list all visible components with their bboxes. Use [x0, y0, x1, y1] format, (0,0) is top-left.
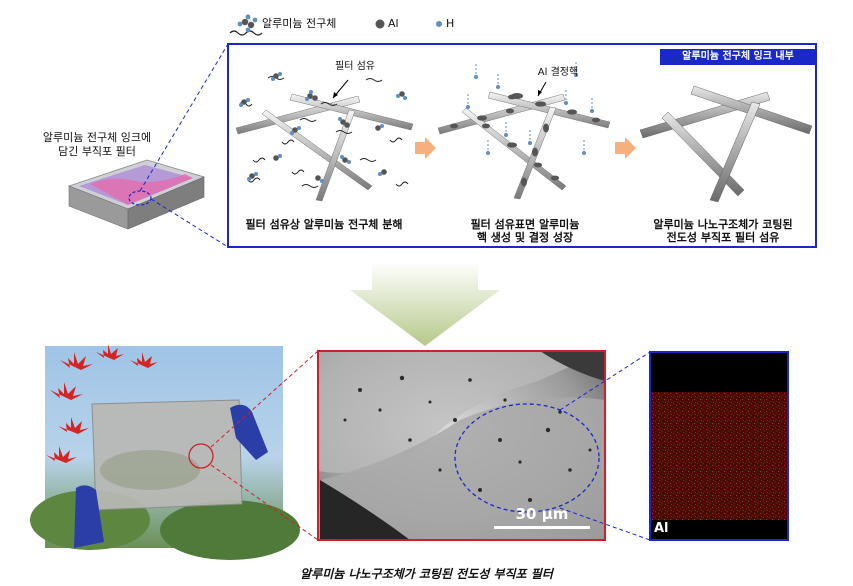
legend-precursor-label: 알루미늄 전구체 — [262, 17, 337, 30]
legend-precursor-icon — [229, 14, 263, 36]
sem-scale-bar — [494, 526, 590, 529]
sem-frame — [317, 350, 606, 541]
h-atom-icon — [436, 21, 442, 27]
legend-al-label: Al — [388, 17, 399, 30]
step-arrow-2 — [615, 137, 636, 159]
step2-nuclei — [450, 93, 600, 187]
sem-zoom-circle — [454, 403, 600, 513]
panel-title: 알루미늄 전구체 잉크 내부 — [660, 49, 816, 65]
step3-caption-line1: 알루미늄 나노구조체가 코팅된 — [653, 218, 793, 231]
ink-tray — [67, 159, 206, 230]
photo-zoom-circle — [188, 443, 214, 469]
figure-caption: 알루미늄 나노구조체가 코팅된 전도성 부직포 필터 — [300, 567, 553, 581]
tray-label-line1: 알루미늄 전구체 잉크에 — [42, 131, 152, 144]
step2-caption-line2: 핵 생성 및 결정 성장 — [476, 231, 574, 244]
eds-al-map — [650, 352, 788, 540]
sem-scale-label: 30 μm — [515, 505, 569, 523]
step1-fibers — [235, 93, 414, 202]
nucleus-label: Al 결정핵 — [537, 67, 579, 78]
step1-molecules — [239, 72, 407, 183]
filter-photo — [30, 344, 300, 560]
tray-label-line2: 담긴 부직포 필터 — [58, 145, 136, 158]
step1-caption: 필터 섬유상 알루미늄 전구체 분해 — [245, 218, 403, 231]
sem-image — [318, 351, 605, 540]
eds-element-label: Al — [654, 521, 669, 536]
process-down-arrow — [350, 262, 500, 346]
step2-caption-line1: 필터 섬유표면 알루미늄 — [470, 218, 580, 231]
process-panel — [227, 43, 817, 248]
legend-h-label: H — [446, 17, 455, 30]
step1-precursors — [239, 76, 409, 188]
al-atom-icon — [375, 19, 385, 29]
step2-hydrogen-release — [467, 62, 593, 150]
eds-frame — [649, 351, 789, 541]
step-arrow-1 — [415, 137, 436, 159]
step3-fibers — [639, 85, 813, 203]
fiber-label: 필터 섬유 — [335, 61, 375, 72]
step3-caption-line2: 전도성 부직포 필터 섬유 — [666, 231, 780, 244]
